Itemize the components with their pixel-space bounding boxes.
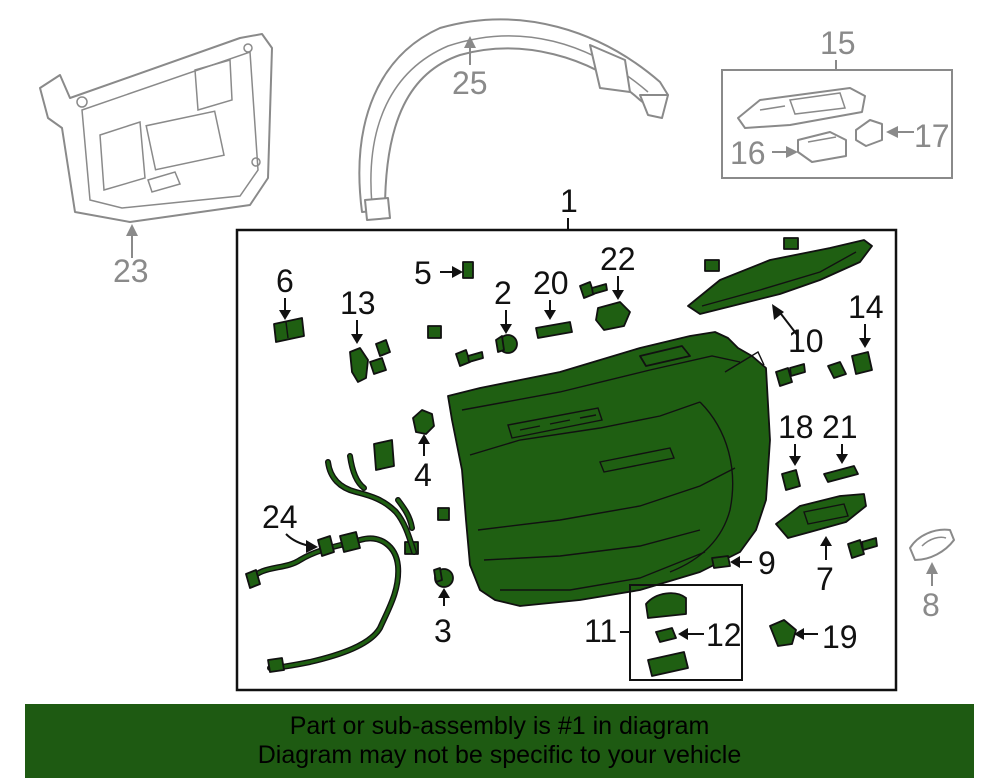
arrow-3	[438, 588, 450, 598]
callout-13: 13	[340, 285, 376, 321]
part-5-clip[interactable]	[462, 261, 474, 279]
footer-line-2: Diagram may not be specific to your vehi…	[257, 741, 742, 769]
callout-23: 23	[113, 253, 149, 289]
arrow-23	[126, 224, 138, 236]
harness-connector[interactable]	[373, 439, 395, 471]
callout-17: 17	[914, 118, 950, 154]
part-3-push-pin[interactable]	[433, 567, 454, 588]
screw-top[interactable]	[579, 281, 608, 299]
arrow-5	[452, 266, 463, 278]
callout-20: 20	[533, 265, 569, 301]
lamp-housing[interactable]	[647, 651, 689, 677]
part-1-door-trim-panel[interactable]	[447, 331, 771, 607]
part-23-door-module[interactable]	[39, 33, 273, 223]
screw-right-upper[interactable]	[775, 363, 806, 387]
part-7-armrest-switch-bezel[interactable]	[775, 493, 867, 539]
part-17-lock-switch[interactable]	[855, 119, 883, 147]
part-20-trim-strip[interactable]	[535, 321, 573, 339]
part-21-trim-strip[interactable]	[823, 465, 859, 483]
callout-25: 25	[452, 65, 488, 101]
clip-top-b[interactable]	[783, 237, 799, 250]
callout-12: 12	[706, 617, 742, 653]
callout-19: 19	[822, 619, 858, 655]
part-24-wiring-harness[interactable]	[245, 453, 417, 673]
arrow-22	[612, 290, 624, 300]
part-12-lamp-bulb[interactable]	[655, 627, 677, 643]
screw-left[interactable]	[455, 349, 484, 367]
callout-15: 15	[820, 25, 856, 61]
callout-24: 24	[262, 499, 298, 535]
assembly-box-1	[235, 228, 898, 692]
part-16-window-switch[interactable]	[797, 131, 847, 163]
clip-left-b[interactable]	[437, 507, 450, 521]
arrow-8	[926, 562, 938, 574]
callout-3: 3	[434, 613, 452, 649]
part-9-clip[interactable]	[711, 555, 731, 569]
arrow-24	[306, 540, 318, 553]
arrow-7	[820, 536, 832, 546]
callout-21: 21	[822, 409, 858, 445]
callout-18: 18	[778, 409, 814, 445]
arrow-18	[789, 456, 801, 466]
part-10-upper-trim[interactable]	[687, 239, 873, 315]
callout-10: 10	[788, 323, 824, 359]
part-4-grommet[interactable]	[412, 409, 435, 435]
clip-top-a[interactable]	[704, 259, 720, 272]
arrow-4	[418, 434, 430, 444]
group-box-15	[721, 69, 953, 179]
callout-5: 5	[414, 255, 432, 291]
part-2-push-pin[interactable]	[495, 334, 518, 354]
part-22-speaker-clip[interactable]	[595, 301, 631, 331]
arrow-25	[464, 36, 476, 48]
arrow-21	[836, 454, 848, 464]
arrow-10	[772, 304, 784, 320]
arrow-14	[859, 338, 871, 348]
arrow-9	[730, 556, 740, 568]
callout-14: 14	[848, 289, 884, 325]
part-15-switch-bezel[interactable]	[737, 87, 866, 129]
footer-line-1: Part or sub-assembly is #1 in diagram	[289, 712, 710, 740]
arrow-6	[279, 310, 291, 320]
screw-right-lower[interactable]	[847, 537, 878, 559]
part-18-clip[interactable]	[781, 469, 801, 491]
part-14-bracket[interactable]	[827, 351, 873, 379]
clip-left-a[interactable]	[427, 325, 442, 339]
callout-1: 1	[560, 183, 578, 219]
part-11-courtesy-lamp[interactable]	[645, 592, 687, 619]
callout-4: 4	[414, 457, 432, 493]
callout-8: 8	[922, 587, 940, 623]
callout-9: 9	[758, 545, 776, 581]
part-8-trim-cover[interactable]	[909, 528, 955, 561]
arrow-19	[794, 628, 804, 640]
callout-11: 11	[584, 613, 617, 649]
leader-10	[777, 309, 799, 337]
arrow-13	[351, 334, 363, 344]
part-25-frame-molding[interactable]	[358, 18, 669, 221]
part-6-bracket[interactable]	[273, 317, 305, 343]
arrow-20	[544, 310, 556, 320]
callout-6: 6	[276, 263, 294, 299]
callout-7: 7	[816, 561, 834, 597]
callout-2: 2	[494, 275, 512, 311]
arrow-17	[886, 126, 898, 138]
arrow-16	[786, 146, 798, 158]
arrow-12	[678, 628, 688, 640]
footer-banner: Part or sub-assembly is #1 in diagram Di…	[25, 704, 974, 778]
arrow-2	[500, 324, 512, 334]
part-13-handle-bracket[interactable]	[349, 339, 391, 383]
part-19-push-pin[interactable]	[769, 619, 797, 647]
callout-22: 22	[600, 241, 636, 277]
callout-16: 16	[730, 135, 766, 171]
